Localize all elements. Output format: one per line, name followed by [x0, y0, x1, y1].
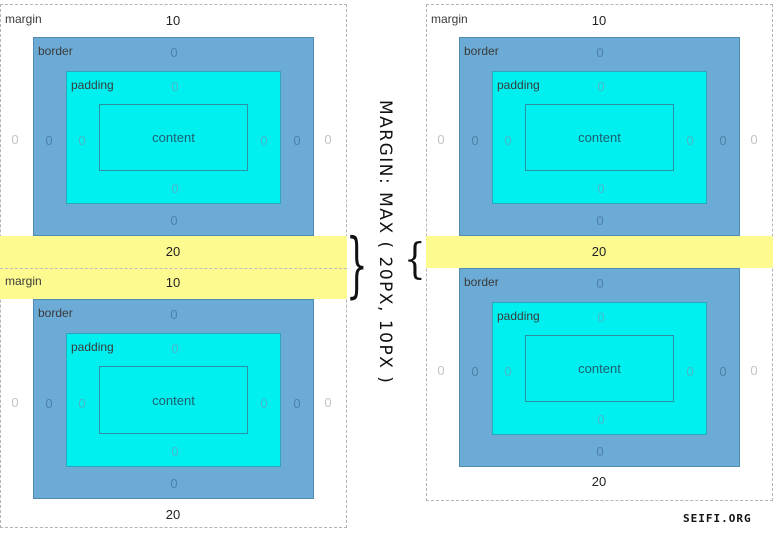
right-bottom-padding-right: 0 — [686, 364, 694, 379]
left-bottom-margin-top: 10 — [165, 275, 181, 290]
right-top-border-left: 0 — [471, 133, 479, 148]
right-bottom-margin-bottom: 20 — [591, 474, 607, 489]
left-top-border-right: 0 — [293, 133, 301, 148]
left-top-margin-right: 0 — [324, 132, 332, 147]
left-top-padding-right: 0 — [260, 133, 268, 148]
left-top-margin-top: 10 — [165, 13, 181, 28]
left-bottom-padding-left: 0 — [78, 396, 86, 411]
right-top-margin-top: 10 — [591, 13, 607, 28]
left-top-padding-bottom: 0 — [171, 181, 179, 196]
left-bottom-border-label: border — [38, 306, 73, 320]
left-top-border-top: 0 — [170, 45, 178, 60]
left-bottom-margin-left: 0 — [11, 395, 19, 410]
right-bottom-border-bottom: 0 — [596, 444, 604, 459]
right-margin-highlight — [426, 236, 773, 268]
left-bottom-border-right: 0 — [293, 396, 301, 411]
right-top-padding-left: 0 — [504, 133, 512, 148]
left-top-border-bottom: 0 — [170, 213, 178, 228]
right-top-border-label: border — [464, 44, 499, 58]
right-bottom-border-box: border 0 0 0 0 padding 0 0 0 0 content — [459, 268, 740, 467]
right-margin-brace: { — [404, 234, 426, 285]
right-top-margin-left: 0 — [437, 132, 445, 147]
left-bottom-content-box: content — [99, 366, 248, 434]
left-bottom-border-bottom: 0 — [170, 476, 178, 491]
left-top-padding-box: padding 0 0 0 0 content — [66, 71, 281, 204]
right-top-margin-right: 0 — [750, 132, 758, 147]
right-bottom-padding-label: padding — [497, 309, 540, 323]
left-bottom-border-left: 0 — [45, 396, 53, 411]
left-top-padding-left: 0 — [78, 133, 86, 148]
left-margin-highlight — [0, 236, 347, 299]
right-top-border-bottom: 0 — [596, 213, 604, 228]
margin-collapse-caption: MARGIN: MAX ( 20PX, 10PX ) — [375, 100, 395, 385]
right-bottom-padding-top: 0 — [597, 310, 605, 325]
right-top-padding-right: 0 — [686, 133, 694, 148]
left-top-padding-top: 0 — [171, 79, 179, 94]
left-margin-divider — [0, 268, 347, 269]
right-bottom-content-box: content — [525, 335, 674, 402]
right-bottom-padding-left: 0 — [504, 364, 512, 379]
right-top-border-box: border 0 0 0 0 padding 0 0 0 0 content — [459, 37, 740, 236]
right-top-padding-bottom: 0 — [597, 181, 605, 196]
right-top-padding-box: padding 0 0 0 0 content — [492, 71, 707, 204]
right-top-padding-top: 0 — [597, 79, 605, 94]
left-bottom-border-top: 0 — [170, 307, 178, 322]
right-top-content-label: content — [578, 130, 621, 145]
right-bottom-content-label: content — [578, 361, 621, 376]
left-bottom-padding-top: 0 — [171, 341, 179, 356]
left-bottom-padding-bottom: 0 — [171, 444, 179, 459]
left-bottom-content-label: content — [152, 393, 195, 408]
left-top-padding-label: padding — [71, 78, 114, 92]
right-top-padding-label: padding — [497, 78, 540, 92]
right-top-border-right: 0 — [719, 133, 727, 148]
left-bottom-padding-box: padding 0 0 0 0 content — [66, 333, 281, 467]
right-bottom-border-left: 0 — [471, 364, 479, 379]
left-bottom-padding-label: padding — [71, 340, 114, 354]
right-top-content-box: content — [525, 104, 674, 171]
left-bottom-padding-right: 0 — [260, 396, 268, 411]
left-top-border-box: border 0 0 0 0 padding 0 0 0 0 content — [33, 37, 314, 236]
site-credit: SEIFI.ORG — [683, 512, 752, 525]
right-bottom-padding-bottom: 0 — [597, 412, 605, 427]
left-bottom-border-box: border 0 0 0 0 padding 0 0 0 0 content — [33, 299, 314, 499]
left-top-margin-left: 0 — [11, 132, 19, 147]
left-margin-brace: } — [346, 223, 368, 308]
right-top-margin-label: margin — [431, 12, 468, 26]
right-bottom-border-label: border — [464, 275, 499, 289]
left-top-content-label: content — [152, 130, 195, 145]
right-bottom-margin-right: 0 — [750, 363, 758, 378]
left-top-border-left: 0 — [45, 133, 53, 148]
left-bottom-margin-label: margin — [5, 274, 42, 288]
left-top-margin-label: margin — [5, 12, 42, 26]
left-bottom-margin-bottom: 20 — [165, 507, 181, 522]
left-top-margin-bottom: 20 — [165, 244, 181, 259]
right-bottom-padding-box: padding 0 0 0 0 content — [492, 302, 707, 435]
right-bottom-margin-left: 0 — [437, 363, 445, 378]
left-bottom-margin-right: 0 — [324, 395, 332, 410]
left-top-content-box: content — [99, 104, 248, 171]
right-bottom-border-right: 0 — [719, 364, 727, 379]
right-top-border-top: 0 — [596, 45, 604, 60]
right-collapsed-margin: 20 — [591, 244, 607, 259]
left-top-border-label: border — [38, 44, 73, 58]
right-bottom-border-top: 0 — [596, 276, 604, 291]
